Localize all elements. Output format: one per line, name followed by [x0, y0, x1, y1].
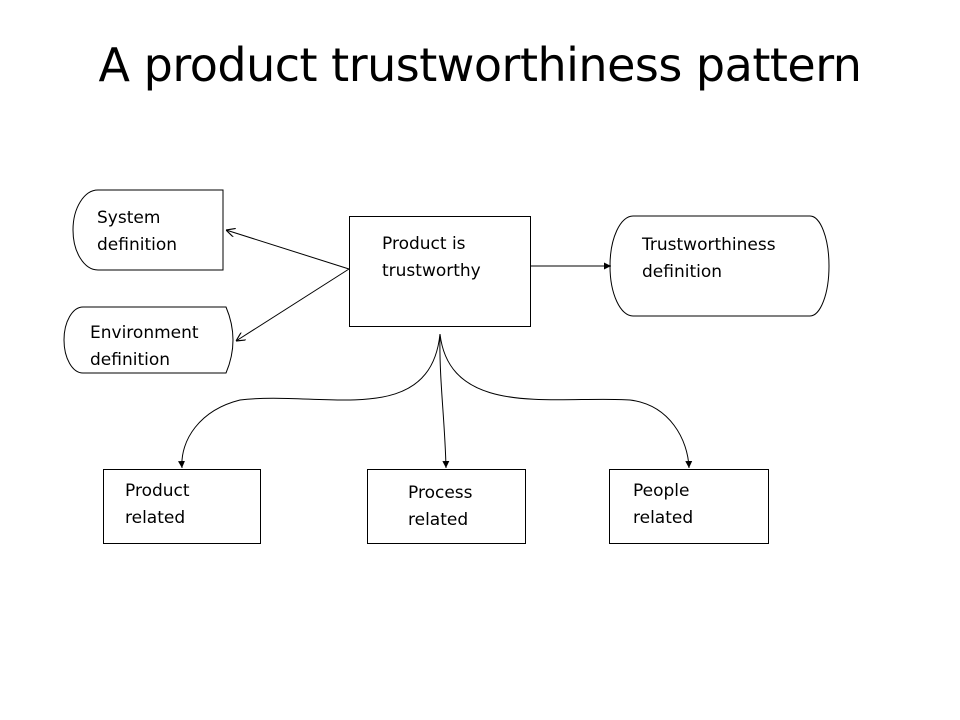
product-related-label-line1: Product	[125, 481, 190, 501]
center-node-label-line2: trustworthy	[382, 261, 481, 281]
environment-definition-label-line2: definition	[90, 350, 171, 370]
process-related-label-line2: related	[408, 510, 469, 530]
environment-definition-label: Environment definition	[90, 320, 199, 374]
product-related-node	[103, 469, 261, 544]
trustworthiness-definition-label: Trustworthiness definition	[642, 232, 776, 286]
center-node-product-is-trustworthy	[349, 216, 531, 327]
people-related-label-line2: related	[633, 508, 694, 528]
product-related-label: Product related	[125, 478, 190, 532]
slide-title: A product trustworthiness pattern	[98, 38, 862, 92]
arrow-to-environment-definition	[236, 268, 350, 341]
trustworthiness-definition-shape	[609, 215, 830, 317]
process-related-node	[367, 469, 526, 544]
system-definition-label-line1: System	[97, 208, 161, 228]
product-related-label-line2: related	[125, 508, 186, 528]
center-node-label: Product is trustworthy	[382, 231, 481, 285]
arrow-to-process-related	[439, 333, 450, 469]
environment-definition-shape	[63, 306, 234, 374]
process-related-label: Process related	[408, 480, 473, 534]
trustworthiness-definition-label-line2: definition	[642, 262, 723, 282]
arrow-to-system-definition	[226, 230, 350, 270]
system-definition-label-line2: definition	[97, 235, 178, 255]
process-related-label-line1: Process	[408, 483, 473, 503]
center-node-label-line1: Product is	[382, 234, 466, 254]
people-related-label: People related	[633, 478, 693, 532]
people-related-node	[609, 469, 769, 544]
arrow-to-people-related	[439, 333, 693, 469]
people-related-label-line1: People	[633, 481, 690, 501]
environment-definition-label-line1: Environment	[90, 323, 199, 343]
trustworthiness-definition-label-line1: Trustworthiness	[642, 235, 776, 255]
arrow-to-product-related	[178, 333, 441, 469]
system-definition-shape	[72, 189, 224, 271]
system-definition-label: System definition	[97, 205, 177, 259]
